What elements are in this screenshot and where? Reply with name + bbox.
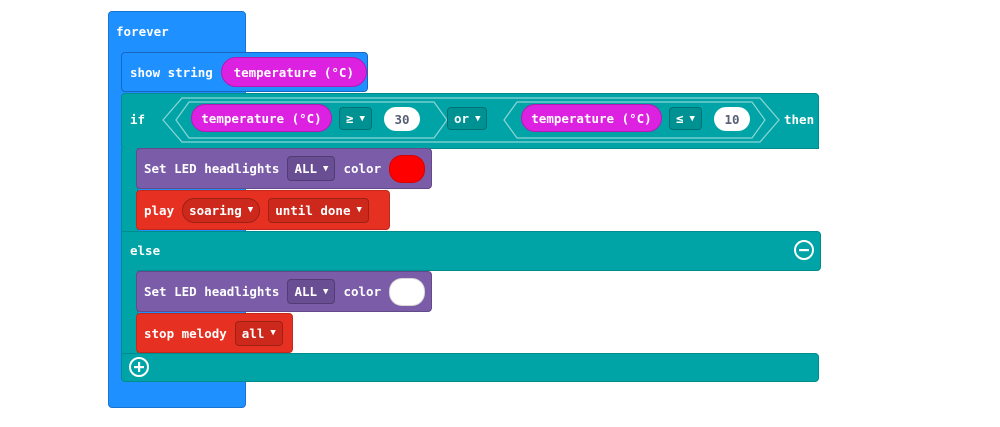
temperature-reporter-label: temperature (°C) xyxy=(233,64,354,80)
right-temperature-reporter[interactable]: temperature (°C) xyxy=(521,104,662,132)
dropdown-arrow-icon: ▼ xyxy=(270,328,276,338)
set-led-block-red[interactable]: Set LED headlights ALL ▼ color xyxy=(136,148,432,189)
left-temperature-label: temperature (°C) xyxy=(201,110,322,126)
if-else-footer[interactable] xyxy=(121,353,819,382)
plus-circle-icon[interactable] xyxy=(128,356,150,378)
melody-dropdown[interactable]: soaring ▼ xyxy=(182,197,261,223)
left-operator-value: ≥ xyxy=(346,111,354,126)
set-led-label: Set LED headlights xyxy=(144,284,280,299)
color-label: color xyxy=(343,161,382,176)
right-threshold-input[interactable]: 10 xyxy=(714,107,750,131)
play-melody-block[interactable]: play soaring ▼ until done ▼ xyxy=(136,190,390,230)
dropdown-arrow-icon: ▼ xyxy=(247,205,254,215)
logic-operator-dropdown[interactable]: or ▼ xyxy=(447,107,488,130)
if-else-spine-lower xyxy=(121,270,138,354)
dropdown-arrow-icon: ▼ xyxy=(689,113,695,124)
show-string-block[interactable]: show string temperature (°C) xyxy=(121,52,368,92)
temperature-reporter[interactable]: temperature (°C) xyxy=(220,57,367,87)
logic-operator-value: or xyxy=(454,111,470,126)
dropdown-arrow-icon: ▼ xyxy=(475,113,481,124)
stop-target-value: all xyxy=(241,325,265,341)
right-operator-value: ≤ xyxy=(676,111,684,126)
else-label: else xyxy=(130,243,161,258)
melody-value: soaring xyxy=(189,202,242,218)
left-threshold-input[interactable]: 30 xyxy=(384,107,420,131)
right-operator-dropdown[interactable]: ≤ ▼ xyxy=(669,107,702,130)
led-target-dropdown[interactable]: ALL ▼ xyxy=(287,279,336,304)
dropdown-arrow-icon: ▼ xyxy=(359,113,365,124)
if-label: if xyxy=(130,112,146,127)
stop-melody-block[interactable]: stop melody all ▼ xyxy=(136,313,293,353)
dropdown-arrow-icon: ▼ xyxy=(323,163,329,174)
led-target-value: ALL xyxy=(294,161,318,176)
play-mode-dropdown[interactable]: until done ▼ xyxy=(268,197,369,223)
stop-melody-label: stop melody xyxy=(144,325,227,341)
led-target-value: ALL xyxy=(294,284,318,299)
left-temperature-reporter[interactable]: temperature (°C) xyxy=(191,104,332,132)
play-label: play xyxy=(144,202,175,218)
dropdown-arrow-icon: ▼ xyxy=(323,286,329,297)
dropdown-arrow-icon: ▼ xyxy=(356,205,362,215)
minus-circle-icon[interactable] xyxy=(793,239,815,261)
led-target-dropdown[interactable]: ALL ▼ xyxy=(287,156,336,181)
led-color-swatch[interactable] xyxy=(389,154,426,183)
show-string-label: show string xyxy=(130,64,213,80)
right-temperature-label: temperature (°C) xyxy=(531,110,652,126)
set-led-block-white[interactable]: Set LED headlights ALL ▼ color xyxy=(136,271,432,312)
led-color-swatch[interactable] xyxy=(389,277,426,306)
stop-target-dropdown[interactable]: all ▼ xyxy=(234,320,283,346)
then-label: then xyxy=(784,112,815,127)
forever-label: forever xyxy=(116,24,169,39)
set-led-label: Set LED headlights xyxy=(144,161,280,176)
left-operator-dropdown[interactable]: ≥ ▼ xyxy=(339,107,372,130)
play-mode-value: until done xyxy=(275,202,351,218)
color-label: color xyxy=(343,284,382,299)
else-bar[interactable] xyxy=(121,231,821,271)
